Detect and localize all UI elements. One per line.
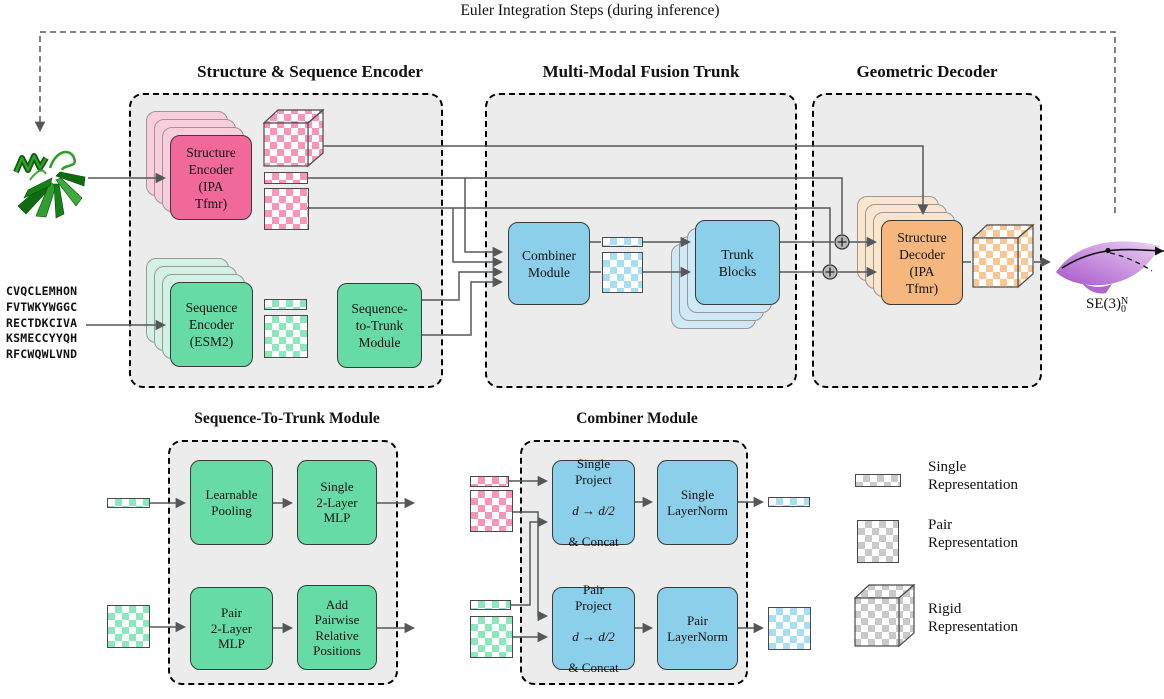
decoder-title: Geometric Decoder (856, 62, 998, 81)
pair-2layer-mlp-block: Pair 2-Layer MLP (190, 587, 273, 670)
sequence-to-trunk-block: Sequence- to-Trunk Module (337, 283, 422, 368)
single-layernorm-block: Single LayerNorm (657, 460, 738, 545)
se3-sub: 0 (1121, 304, 1126, 315)
pair-project-label: Pair Project (575, 582, 612, 613)
pair-representation-green (264, 315, 308, 358)
single-representation-green (264, 299, 307, 310)
single-representation-green (470, 600, 511, 610)
single-project-concat: & Concat (568, 533, 619, 549)
legend-pair-representation-swatch (857, 520, 899, 563)
se3-base: SE(3) (1086, 296, 1121, 312)
pair-project-math: d → d/2 (572, 628, 615, 644)
pair-project-block: Pair Project d → d/2 & Concat (552, 582, 635, 675)
single-representation-blue (768, 497, 810, 507)
pair-layernorm-block: Pair LayerNorm (657, 587, 738, 670)
legend-pair-label: Pair Representation (928, 517, 1018, 551)
legend-rigid-label: Rigid Representation (928, 601, 1018, 635)
single-representation-pink (264, 172, 308, 184)
legend-single-representation-swatch (855, 474, 901, 487)
se3-manifold-image (1056, 241, 1164, 294)
learnable-pooling-block: Learnable Pooling (190, 460, 273, 545)
legend-single-label: Single Representation (928, 459, 1018, 493)
pair-representation-blue (768, 607, 811, 650)
combiner-detail-title: Combiner Module (576, 410, 698, 427)
combiner-module-block: Combiner Module (508, 222, 590, 305)
sequence-line: RFCWQWLVND (6, 347, 78, 362)
rigid-representation-cube-orange (972, 223, 1035, 289)
pair-representation-blue (602, 252, 643, 293)
seq-to-trunk-detail-title: Sequence-To-Trunk Module (194, 410, 380, 427)
rigid-representation-cube-pink (263, 108, 325, 168)
single-representation-blue (602, 237, 643, 247)
sequence-encoder-block: Sequence Encoder (ESM2) (170, 282, 253, 367)
sequence-input-text: CVQCLEMHON FVTWKYWGGC RECTDKCIVA KSMECCY… (6, 284, 77, 363)
single-project-label: Single Project (575, 456, 612, 487)
pair-project-concat: & Concat (568, 659, 619, 675)
euler-loop-label: Euler Integration Steps (during inferenc… (460, 2, 720, 19)
encoder-title: Structure & Sequence Encoder (197, 62, 423, 81)
structure-decoder-block: Structure Decoder (IPA Tfmr) (881, 220, 963, 305)
se3-sup: N (1121, 296, 1129, 307)
pair-representation-green (107, 605, 150, 648)
legend-rigid-representation-swatch (854, 583, 916, 648)
sequence-line: CVQCLEMHON (6, 284, 78, 298)
sequence-line: RECTDKCIVA (6, 315, 78, 330)
protein-structure-image (13, 150, 86, 219)
pair-representation-pink (470, 490, 513, 532)
pair-representation-pink (264, 188, 309, 230)
sequence-line: KSMECCYYQH (6, 331, 78, 346)
structure-encoder-block: Structure Encoder (IPA Tfmr) (170, 135, 252, 220)
single-project-math: d → d/2 (572, 502, 615, 518)
single-representation-pink (470, 476, 509, 487)
pair-representation-green (470, 616, 513, 658)
trunk-title: Multi-Modal Fusion Trunk (542, 62, 740, 81)
add-pairwise-relative-positions-block: Add Pairwise Relative Positions (297, 585, 377, 670)
trunk-blocks-block: Trunk Blocks (695, 220, 780, 305)
single-representation-green (107, 498, 150, 508)
single-2layer-mlp-block: Single 2-Layer MLP (297, 460, 377, 545)
single-project-block: Single Project d → d/2 & Concat (552, 456, 635, 549)
sequence-line: FVTWKYWGGC (6, 299, 78, 314)
